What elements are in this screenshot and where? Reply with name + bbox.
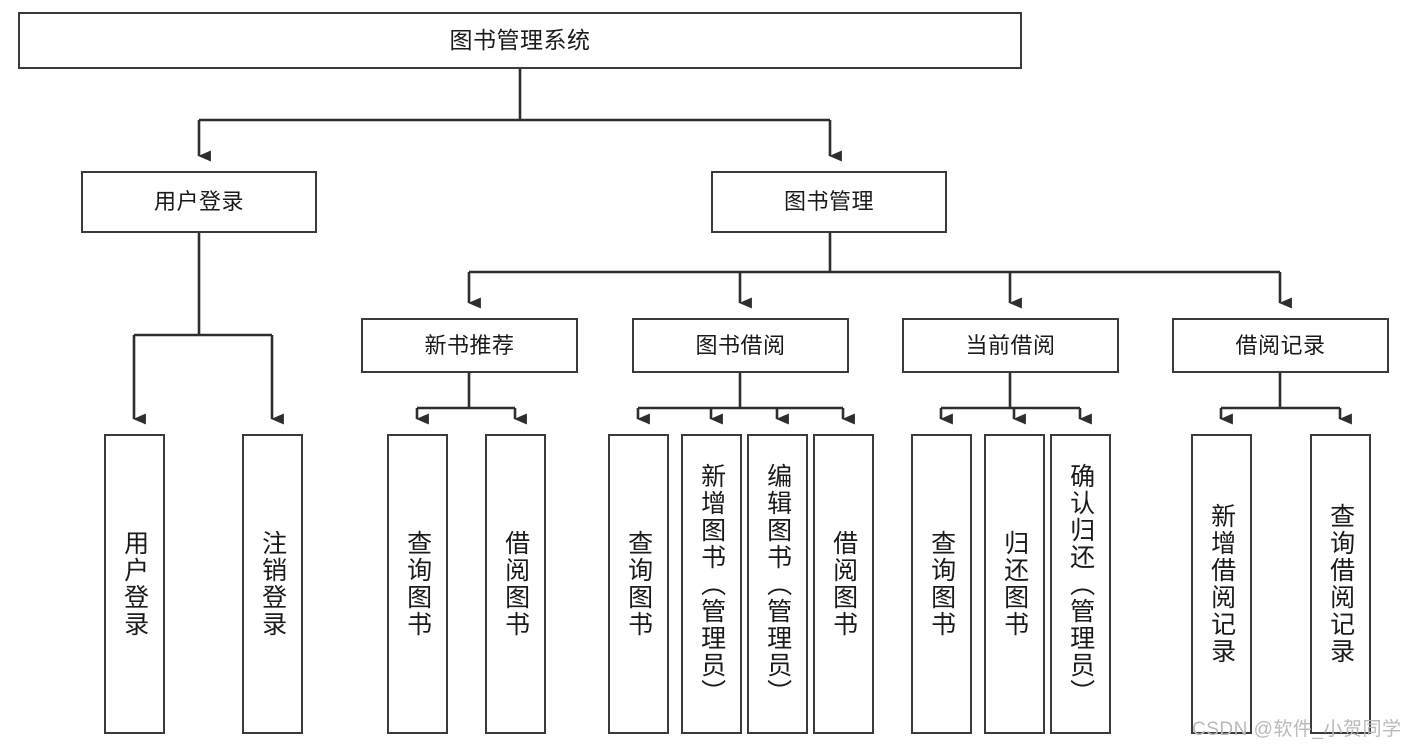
node-leaf-user-login-label: 用户登录 [120,530,149,638]
node-leaf-borrow-book-1-label: 借阅图书 [501,530,530,638]
node-leaf-confirm-return-label: 确认归还（管理员） [1066,462,1095,706]
node-book-manage-label: 图书管理 [783,189,874,215]
node-user-login[interactable]: 用户登录 [81,171,317,233]
node-leaf-add-book-label: 新增图书（管理员） [697,462,726,706]
node-current-borrow-label: 当前借阅 [965,332,1056,358]
node-book-manage[interactable]: 图书管理 [711,171,947,233]
node-leaf-query-book-3[interactable]: 查询图书 [911,434,972,734]
node-leaf-user-login[interactable]: 用户登录 [104,434,165,734]
node-user-login-label: 用户登录 [153,189,244,215]
node-root-system-label: 图书管理系统 [449,26,591,53]
node-leaf-query-record[interactable]: 查询借阅记录 [1310,434,1371,734]
node-leaf-query-book-2-label: 查询图书 [624,530,653,638]
node-leaf-borrow-book-2[interactable]: 借阅图书 [813,434,874,734]
node-current-borrow[interactable]: 当前借阅 [902,318,1119,373]
node-leaf-confirm-return[interactable]: 确认归还（管理员） [1050,434,1111,734]
node-leaf-add-book[interactable]: 新增图书（管理员） [681,434,742,734]
node-book-borrow[interactable]: 图书借阅 [632,318,849,373]
node-leaf-query-book-1-label: 查询图书 [403,530,432,638]
node-root-system[interactable]: 图书管理系统 [18,12,1022,69]
node-leaf-edit-book[interactable]: 编辑图书（管理员） [747,434,808,734]
node-leaf-edit-book-label: 编辑图书（管理员） [763,462,792,706]
node-book-borrow-label: 图书借阅 [695,332,786,358]
node-leaf-query-book-1[interactable]: 查询图书 [387,434,448,734]
node-leaf-user-logout-label: 注销登录 [258,530,287,638]
node-leaf-query-book-3-label: 查询图书 [927,530,956,638]
node-leaf-borrow-book-2-label: 借阅图书 [829,530,858,638]
node-new-book-rec-label: 新书推荐 [424,332,515,358]
node-leaf-add-record[interactable]: 新增借阅记录 [1191,434,1252,734]
node-leaf-borrow-book-1[interactable]: 借阅图书 [485,434,546,734]
node-leaf-return-book[interactable]: 归还图书 [984,434,1045,734]
node-new-book-rec[interactable]: 新书推荐 [361,318,578,373]
node-borrow-record-label: 借阅记录 [1235,332,1326,358]
csdn-watermark: CSDN @软件_小贺同学 [1192,719,1402,740]
node-leaf-return-book-label: 归还图书 [1000,530,1029,638]
node-leaf-query-record-label: 查询借阅记录 [1326,503,1355,665]
node-leaf-add-record-label: 新增借阅记录 [1207,503,1236,665]
node-borrow-record[interactable]: 借阅记录 [1172,318,1389,373]
node-leaf-user-logout[interactable]: 注销登录 [242,434,303,734]
node-leaf-query-book-2[interactable]: 查询图书 [608,434,669,734]
